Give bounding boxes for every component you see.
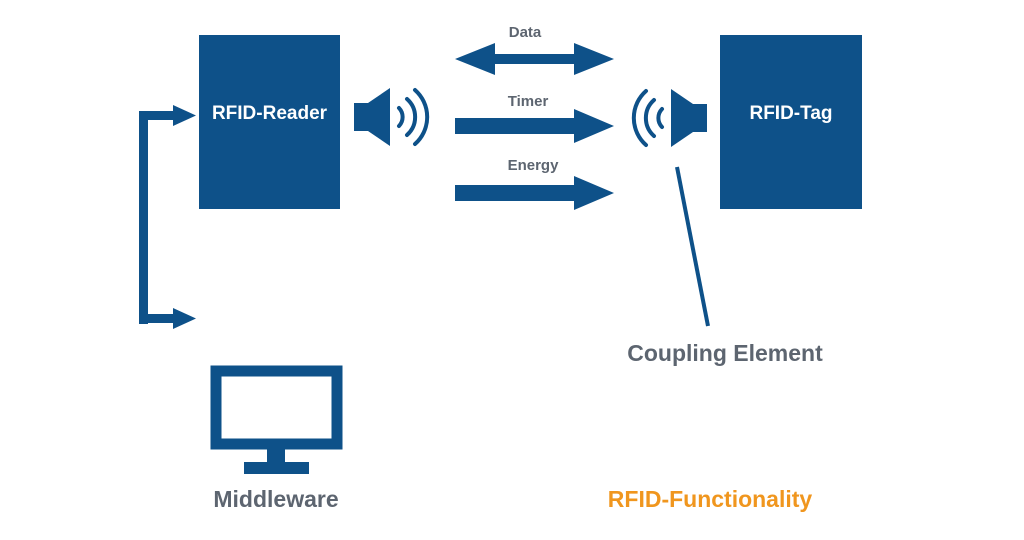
monitor-screen — [210, 365, 343, 450]
tag-sound-wave-2 — [643, 98, 656, 138]
monitor-neck — [267, 449, 285, 464]
monitor-base — [244, 462, 309, 474]
coupling-pointer-line — [675, 166, 710, 327]
tag-sound-wave-1 — [656, 107, 664, 129]
timer-arrow: Timer — [455, 93, 614, 143]
middleware-label: Middleware — [213, 486, 338, 512]
bracket-vertical — [139, 111, 148, 324]
reader-sound-wave-1 — [397, 106, 405, 128]
bracket-bottom-arrowhead — [173, 308, 196, 329]
data-arrow-label: Data — [509, 24, 542, 41]
tag-speaker-body — [693, 104, 707, 132]
diagram-title: RFID-Functionality — [608, 486, 813, 512]
rfid-tag-box — [720, 35, 862, 209]
timer-arrow-label: Timer — [508, 93, 549, 110]
coupling-element-label: Coupling Element — [627, 340, 823, 366]
energy-right-arrow — [455, 176, 614, 210]
rfid-reader-box — [199, 35, 340, 209]
rfid-tag: RFID-Tag — [720, 35, 862, 209]
bracket-top — [139, 111, 173, 120]
bracket-top-arrowhead — [173, 105, 196, 126]
reader-speaker-body — [354, 103, 368, 131]
reader-sound-wave-3 — [413, 88, 430, 146]
reader-speaker-cone — [368, 88, 390, 146]
bracket-bottom — [139, 314, 173, 323]
energy-arrow: Energy — [455, 157, 614, 210]
monitor-icon — [210, 365, 343, 474]
timer-right-arrow — [455, 109, 614, 143]
reader-sound-wave-2 — [405, 97, 418, 137]
tag-sound-wave-3 — [631, 89, 648, 147]
rfid-tag-label: RFID-Tag — [749, 103, 832, 124]
speaker-icon — [631, 89, 707, 147]
data-double-arrow — [455, 43, 614, 75]
tag-speaker-cone — [671, 89, 693, 147]
energy-arrow-label: Energy — [508, 157, 560, 174]
rfid-reader-label: RFID-Reader — [212, 103, 328, 124]
bracket-connector — [139, 105, 196, 329]
speaker-icon — [354, 88, 430, 146]
rfid-reader: RFID-Reader — [199, 35, 340, 209]
data-arrow: Data — [455, 24, 614, 75]
